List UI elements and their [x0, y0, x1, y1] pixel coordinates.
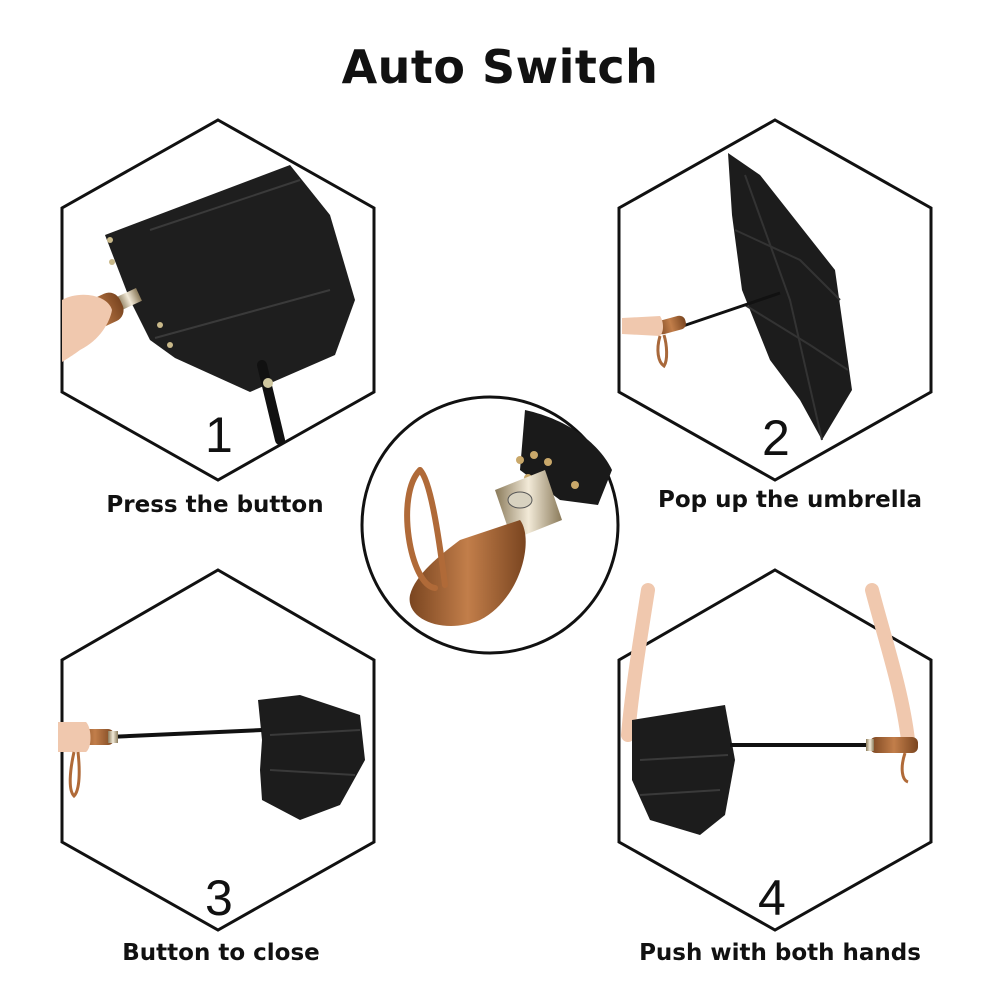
page-title: Auto Switch: [341, 40, 659, 94]
step-2-panel: 2: [617, 118, 933, 482]
step-3-panel: 3: [58, 568, 376, 932]
step-4-number: 4: [758, 870, 786, 926]
step-3-umbrella-image: [58, 695, 365, 820]
step-1-panel: 1: [60, 118, 376, 482]
step-2-number: 2: [762, 410, 790, 466]
step-3-caption: Button to close: [122, 940, 320, 966]
step-2-caption: Pop up the umbrella: [658, 487, 922, 513]
handle-closeup-image: [404, 410, 612, 626]
step-2-hexagon: [617, 118, 933, 482]
step-4-hexagon: [617, 568, 933, 932]
step-3-hexagon: [60, 568, 376, 932]
step-4-caption: Push with both hands: [639, 940, 921, 966]
step-1-hexagon: [60, 118, 376, 482]
step-3-number: 3: [205, 870, 233, 926]
step-1-umbrella-image: [62, 165, 355, 445]
center-closeup: [360, 395, 620, 655]
step-4-umbrella-image: [621, 583, 918, 835]
step-2-umbrella-image: [622, 153, 852, 441]
step-1-number: 1: [205, 407, 233, 463]
step-1-caption: Press the button: [106, 492, 324, 518]
step-4-panel: 4: [617, 568, 933, 932]
